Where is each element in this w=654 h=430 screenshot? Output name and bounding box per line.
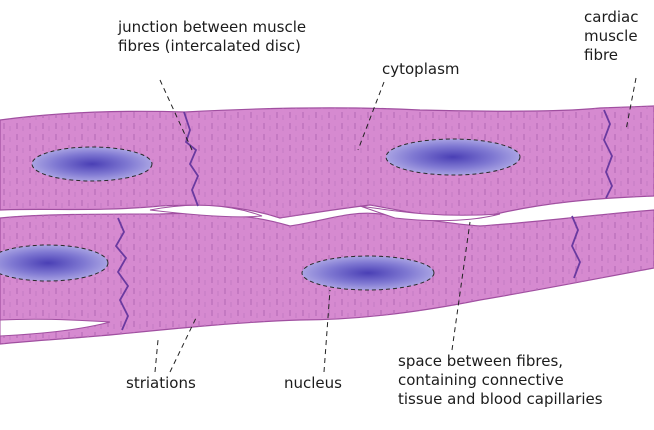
label-space-line-3: tissue and blood capillaries bbox=[398, 390, 603, 409]
label-cardiac-line-3: fibre bbox=[584, 46, 638, 65]
label-space-line-2: containing connective bbox=[398, 371, 603, 390]
label-cardiac-line-2: muscle bbox=[584, 27, 638, 46]
label-junction-line-2: fibres (intercalated disc) bbox=[118, 37, 306, 56]
label-cardiac-line-1: cardiac bbox=[584, 8, 638, 27]
pointer-striations-1 bbox=[155, 340, 158, 372]
label-junction: junction between muscle fibres (intercal… bbox=[118, 18, 306, 56]
label-nucleus: nucleus bbox=[284, 374, 342, 393]
label-space-between-fibres: space between fibres, containing connect… bbox=[398, 352, 603, 409]
label-space-line-1: space between fibres, bbox=[398, 352, 603, 371]
nucleus-3 bbox=[0, 245, 108, 281]
label-cytoplasm: cytoplasm bbox=[382, 60, 460, 79]
label-cardiac-fibre: cardiac muscle fibre bbox=[584, 8, 638, 65]
nucleus-2 bbox=[386, 139, 520, 175]
nucleus-4 bbox=[302, 256, 434, 290]
label-junction-line-1: junction between muscle bbox=[118, 18, 306, 37]
label-striations: striations bbox=[126, 374, 196, 393]
nucleus-1 bbox=[32, 147, 152, 181]
